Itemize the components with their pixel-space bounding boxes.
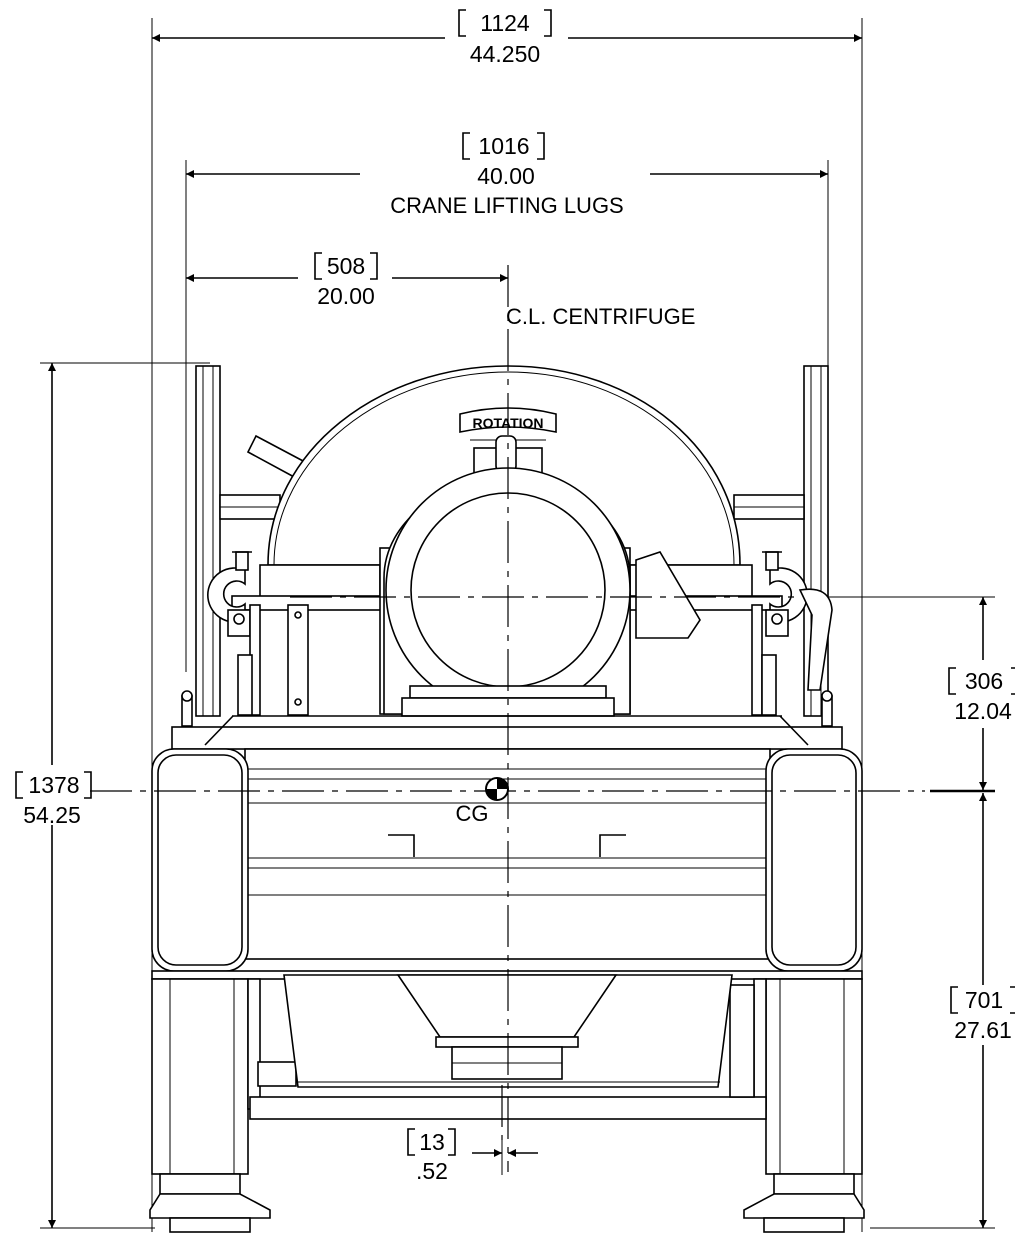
centerline-label: C.L. CENTRIFUGE bbox=[506, 304, 695, 329]
lower-height-metric: 701 bbox=[965, 987, 1003, 1013]
cg-symbol bbox=[485, 777, 509, 801]
lug-spacing-label: CRANE LIFTING LUGS bbox=[390, 193, 623, 218]
centrifuge-outline: ROTATION bbox=[149, 365, 865, 1233]
lug-spacing-imperial: 40.00 bbox=[477, 163, 535, 189]
overall-height-metric: 1378 bbox=[28, 772, 79, 798]
half-lug-imperial: 20.00 bbox=[317, 283, 375, 309]
overall-width-metric: 1124 bbox=[480, 10, 530, 36]
cg-label: CG bbox=[456, 801, 489, 826]
lug-spacing-metric: 1016 bbox=[478, 133, 529, 159]
overall-width-imperial: 44.250 bbox=[470, 41, 540, 67]
dimension-text: 1124 44.250 1016 40.00 CRANE LIFTING LUG… bbox=[23, 10, 1012, 1184]
cg-offset-imperial: .52 bbox=[416, 1158, 448, 1184]
upper-height-imperial: 12.04 bbox=[954, 698, 1012, 724]
overall-height-imperial: 54.25 bbox=[23, 802, 81, 828]
cg-offset-metric: 13 bbox=[419, 1129, 445, 1155]
half-lug-metric: 508 bbox=[327, 253, 365, 279]
lower-height-imperial: 27.61 bbox=[954, 1017, 1012, 1043]
upper-height-metric: 306 bbox=[965, 668, 1003, 694]
